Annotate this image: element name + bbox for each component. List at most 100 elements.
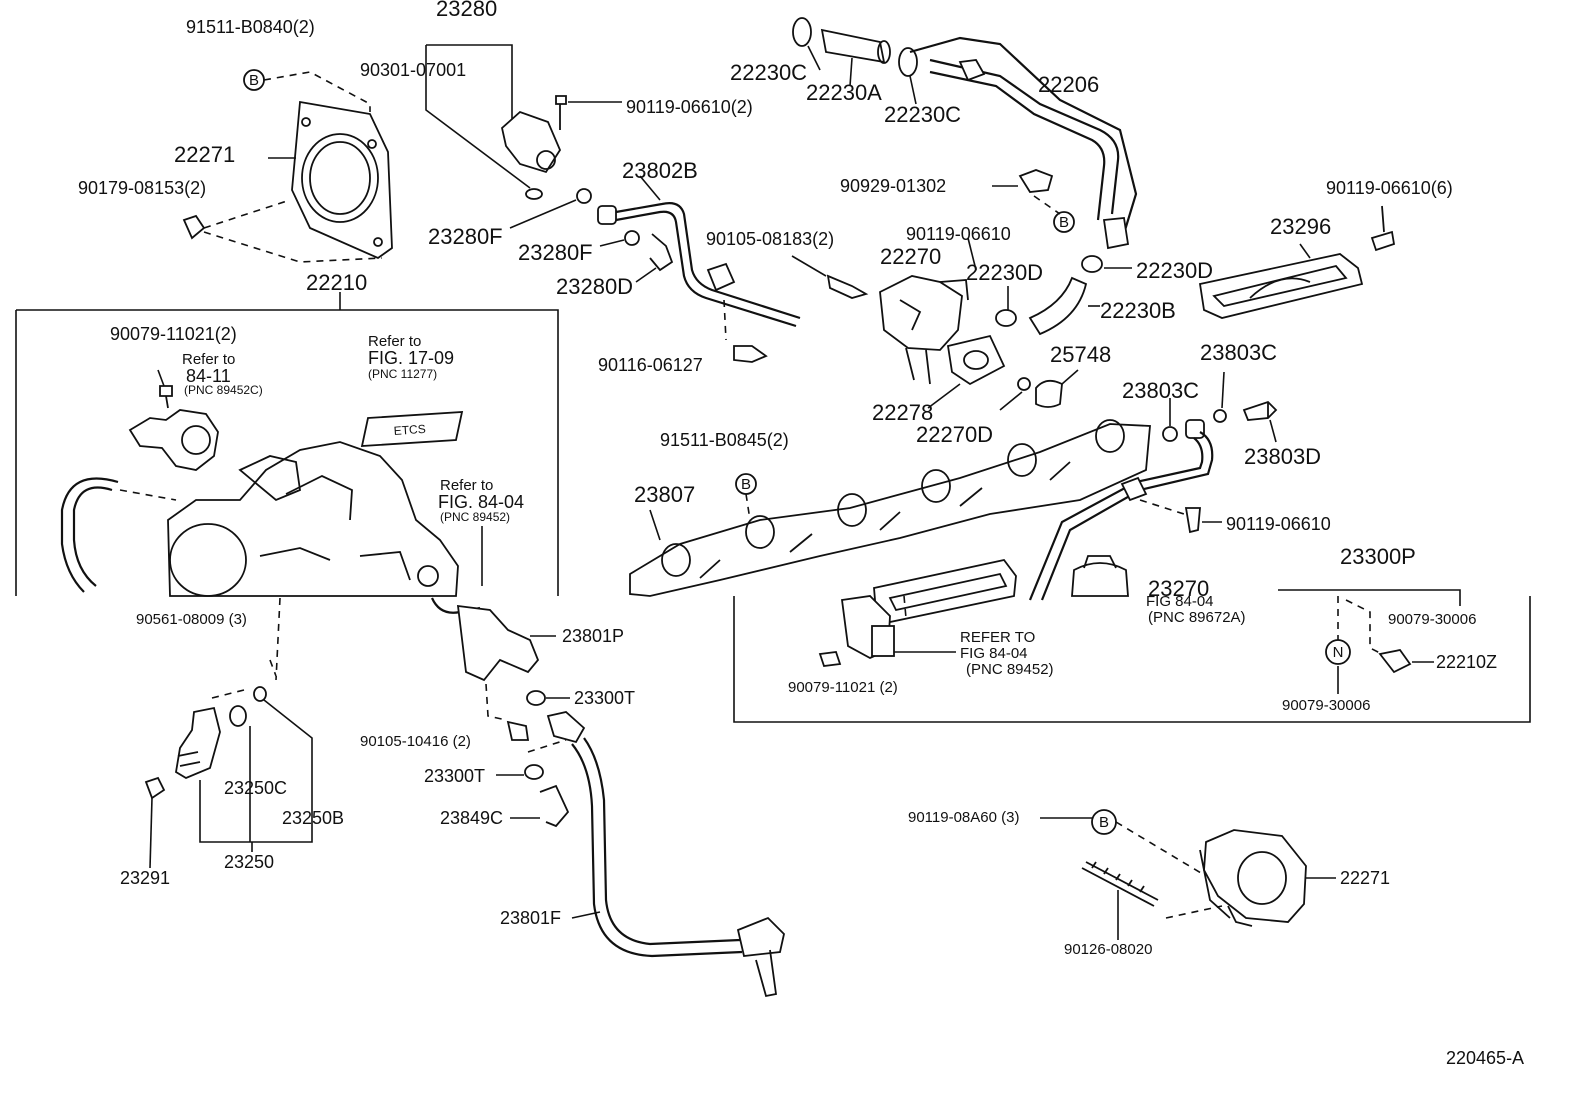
- label-refer-to-4: REFER TO: [960, 629, 1035, 646]
- label-fig-17-09: FIG. 17-09: [368, 348, 454, 368]
- screw-icon: [1370, 205, 1396, 252]
- label-pnc-89452: (PNC 89452): [440, 510, 510, 524]
- screw-icon: [159, 385, 173, 409]
- label-23803d: 23803D: [1244, 444, 1321, 469]
- throttle-sensor: [128, 409, 219, 471]
- label-pnc-89672a: (PNC 89672A): [1148, 609, 1246, 626]
- label-90119-06610-a: 90119-06610: [906, 224, 1011, 244]
- label-90561-08009: 90561-08009 (3): [136, 611, 247, 628]
- label-22230c-1: 22230C: [730, 60, 807, 85]
- label-23250c: 23250C: [224, 778, 287, 798]
- label-25748: 25748: [1050, 342, 1111, 367]
- label-23300t-1: 23300T: [574, 688, 635, 708]
- clamp-90929-icon: [1018, 169, 1054, 193]
- label-pnc-89452c: (PNC 89452C): [184, 383, 263, 397]
- label-refer-to-1: Refer to: [182, 351, 235, 368]
- o-ring-icon: [253, 686, 267, 702]
- label-22230d-1: 22230D: [966, 260, 1043, 285]
- washer-icon: [1017, 377, 1031, 391]
- stud-90126: [1081, 861, 1159, 907]
- label-23296: 23296: [1270, 214, 1331, 239]
- bolt-icon: [649, 233, 674, 272]
- label-90105-10416: 90105-10416 (2): [360, 733, 471, 750]
- bolt-icon: [826, 274, 869, 299]
- marker-b-letter: B: [1059, 214, 1069, 231]
- label-90179-08153: 90179-08153(2): [78, 178, 206, 198]
- figure-id: 220465-A: [1446, 1048, 1524, 1068]
- marker-n-icon: [1325, 639, 1351, 665]
- label-fig-84-04: FIG. 84-04: [438, 492, 524, 512]
- marker-n-letter: N: [1333, 644, 1344, 661]
- label-22270: 22270: [880, 244, 941, 269]
- pipe-23801p: [430, 597, 540, 682]
- marker-b-icon: [1053, 211, 1075, 233]
- label-22206: 22206: [1038, 72, 1099, 97]
- delivery-pipe-23807: [629, 419, 1151, 597]
- label-22270d: 22270D: [916, 422, 993, 447]
- label-90079-11021-b: 90079-11021 (2): [788, 679, 898, 696]
- screw-icon: [818, 651, 842, 667]
- label-23801f: 23801F: [500, 908, 561, 928]
- label-22230b: 22230B: [1100, 298, 1176, 323]
- bolt-icon: [733, 345, 768, 363]
- label-90119-06610-b: 90119-06610: [1226, 514, 1331, 534]
- label-23300p: 23300P: [1340, 544, 1416, 569]
- svg-text:ETCS: ETCS: [393, 422, 426, 438]
- hose-23801f: [546, 711, 785, 998]
- cover-23296: [1198, 253, 1364, 319]
- gasket-22271-top: [291, 100, 393, 260]
- washer-icon: [1162, 426, 1178, 442]
- label-23280d: 23280D: [556, 274, 633, 299]
- gasket-23300t-icon: [524, 764, 544, 780]
- sensor-inner: [840, 595, 895, 660]
- water-outlet-23280: [501, 110, 562, 200]
- label-fig-84-04-c: FIG 84-04: [960, 645, 1028, 662]
- cap-25748: [1035, 379, 1063, 408]
- label-23803c-2: 23803C: [1122, 378, 1199, 403]
- marker-b-letter: B: [741, 476, 751, 493]
- label-23300t-2: 23300T: [424, 766, 485, 786]
- label-90119-06610-2: 90119-06610(2): [626, 97, 753, 117]
- pipe-23802b: [597, 202, 801, 328]
- screw-icon: [1184, 507, 1201, 534]
- label-pnc-89452-b: (PNC 89452): [966, 661, 1054, 678]
- bolt-icon: [539, 784, 570, 828]
- injector-23250: [175, 706, 221, 780]
- label-23280f-2: 23280F: [518, 240, 593, 265]
- clamp-22230d-icon: [1081, 255, 1103, 273]
- part-labels: 91511-B0840(2) 23280 90301-07001 90119-0…: [78, 0, 1524, 1068]
- label-plate-icon: [360, 411, 464, 447]
- pipe-22206: [909, 36, 1138, 250]
- label-23250: 23250: [224, 852, 274, 872]
- label-90105-08183: 90105-08183(2): [706, 229, 834, 249]
- clamp-22230d-icon: [995, 309, 1017, 327]
- label-22210: 22210: [306, 270, 367, 295]
- housing-22270: [879, 275, 969, 385]
- label-91511-b0845: 91511-B0845(2): [660, 430, 789, 450]
- assembly-box-lower: [733, 596, 1531, 723]
- label-refer-to-2: Refer to: [368, 333, 421, 350]
- label-90116-06127: 90116-06127: [598, 355, 703, 375]
- screw-icon: [555, 95, 567, 130]
- washer-icon: [1213, 409, 1227, 423]
- label-22230d-2: 22230D: [1136, 258, 1213, 283]
- bolt-icon: [182, 214, 206, 240]
- label-90079-11021-top: 90079-11021(2): [110, 324, 237, 344]
- assembly-box-22210: [15, 309, 559, 596]
- clamp-22230c-icon: [792, 17, 812, 47]
- gasket-22278: [946, 334, 1006, 386]
- hose-22230a: [820, 28, 891, 64]
- label-90079-30006-b: 90079-30006: [1282, 697, 1370, 714]
- bolt-icon: [1242, 400, 1278, 421]
- gasket-22271-bottom: [1199, 829, 1307, 927]
- label-90301-07001: 90301-07001: [360, 60, 466, 80]
- label-22230c-2: 22230C: [884, 102, 961, 127]
- marker-b-letter: B: [249, 72, 259, 89]
- label-23280: 23280: [436, 0, 497, 21]
- label-90079-30006-a: 90079-30006: [1388, 611, 1476, 628]
- label-84-11: 84-11: [186, 366, 231, 386]
- label-22271-top: 22271: [174, 142, 235, 167]
- label-23250b: 23250B: [282, 808, 344, 828]
